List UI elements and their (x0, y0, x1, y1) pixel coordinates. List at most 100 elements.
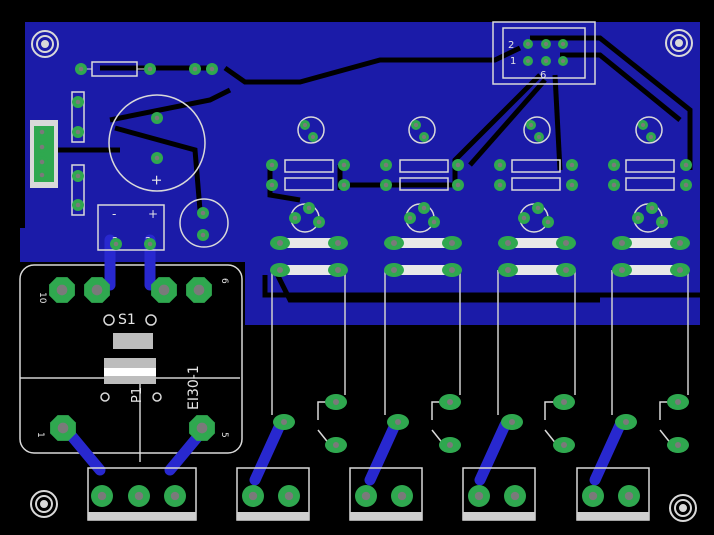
pad (50, 415, 76, 441)
pad (128, 485, 150, 507)
pad (428, 216, 440, 228)
pad-oval (442, 236, 462, 250)
transformer-pin6-label: 6 (219, 278, 229, 284)
silkscreen-lines (20, 270, 689, 462)
pad (638, 120, 648, 130)
pad-oval (270, 263, 290, 277)
pad (656, 216, 668, 228)
terminal-3 (462, 467, 536, 521)
mounting-hole-br (669, 494, 697, 522)
pad-oval (384, 263, 404, 277)
pad-oval (553, 394, 575, 410)
pad (242, 485, 264, 507)
pad (680, 159, 692, 171)
pad (206, 63, 218, 75)
pad-oval (612, 263, 632, 277)
pad (197, 207, 209, 219)
pad (151, 112, 163, 124)
fuse-label: P1 (130, 387, 145, 403)
pad (541, 39, 551, 49)
pad (680, 179, 692, 191)
capacitor-large: + (108, 94, 206, 192)
transformer-pin5-label: 5 (219, 432, 229, 438)
pad (566, 179, 578, 191)
pad (72, 126, 84, 138)
pad-oval (273, 414, 295, 430)
pad (526, 120, 536, 130)
pad (452, 159, 464, 171)
pad (278, 485, 300, 507)
pad-oval (270, 236, 290, 250)
reg-minus-label: - (112, 207, 116, 221)
header-pin2-label: 2 (508, 40, 514, 51)
pad (300, 120, 310, 130)
pad-oval (384, 236, 404, 250)
pad (151, 152, 163, 164)
pad-oval (501, 414, 523, 430)
pad (380, 179, 392, 191)
pad-oval (667, 394, 689, 410)
pad (541, 56, 551, 66)
terminal-4 (576, 467, 650, 521)
pad-oval (556, 263, 576, 277)
pad (419, 132, 429, 142)
pad (36, 141, 48, 153)
pad (313, 216, 325, 228)
pad (84, 277, 110, 303)
pad (197, 229, 209, 241)
pad-oval (667, 437, 689, 453)
pad-oval (328, 263, 348, 277)
pad (266, 179, 278, 191)
reg-plus-label: + (148, 207, 158, 221)
pad (608, 159, 620, 171)
pad (452, 179, 464, 191)
pad (144, 63, 156, 75)
pad (110, 238, 122, 250)
pad (411, 120, 421, 130)
capacitor-small (179, 198, 229, 248)
pad-oval (553, 437, 575, 453)
pad (144, 238, 156, 250)
pad (534, 132, 544, 142)
pad (36, 126, 48, 138)
pad (75, 63, 87, 75)
header-pin1-label: 1 (510, 56, 516, 67)
pad-oval (328, 236, 348, 250)
transformer-pin10-label: 10 (37, 292, 47, 304)
pad (618, 485, 640, 507)
pad (72, 96, 84, 108)
pad (646, 132, 656, 142)
pad (468, 485, 490, 507)
pad (164, 485, 186, 507)
pad (558, 39, 568, 49)
mounting-hole-tl (31, 30, 59, 58)
pad (566, 159, 578, 171)
header-connector: 2 1 6 (492, 21, 596, 85)
pad (308, 132, 318, 142)
pad (49, 277, 75, 303)
pad (523, 56, 533, 66)
mounting-hole-bl (30, 490, 58, 518)
terminal-main (87, 467, 197, 521)
terminal-1 (236, 467, 310, 521)
pad (189, 63, 201, 75)
pad-oval (442, 263, 462, 277)
transformer-pin1-label: 1 (35, 432, 45, 438)
pads (36, 39, 692, 507)
mounting-holes (30, 29, 697, 522)
pad (266, 159, 278, 171)
pad (36, 156, 48, 168)
header-pin6-label: 6 (540, 70, 546, 81)
pad (186, 277, 212, 303)
terminal-2 (349, 467, 423, 521)
ceramic-caps (71, 91, 85, 216)
pad-oval (498, 236, 518, 250)
pad (523, 39, 533, 49)
pad (303, 202, 315, 214)
pad (380, 159, 392, 171)
pad-oval (670, 236, 690, 250)
pad (646, 202, 658, 214)
mounting-hole-tr (665, 29, 693, 57)
pad (391, 485, 413, 507)
pad (91, 485, 113, 507)
